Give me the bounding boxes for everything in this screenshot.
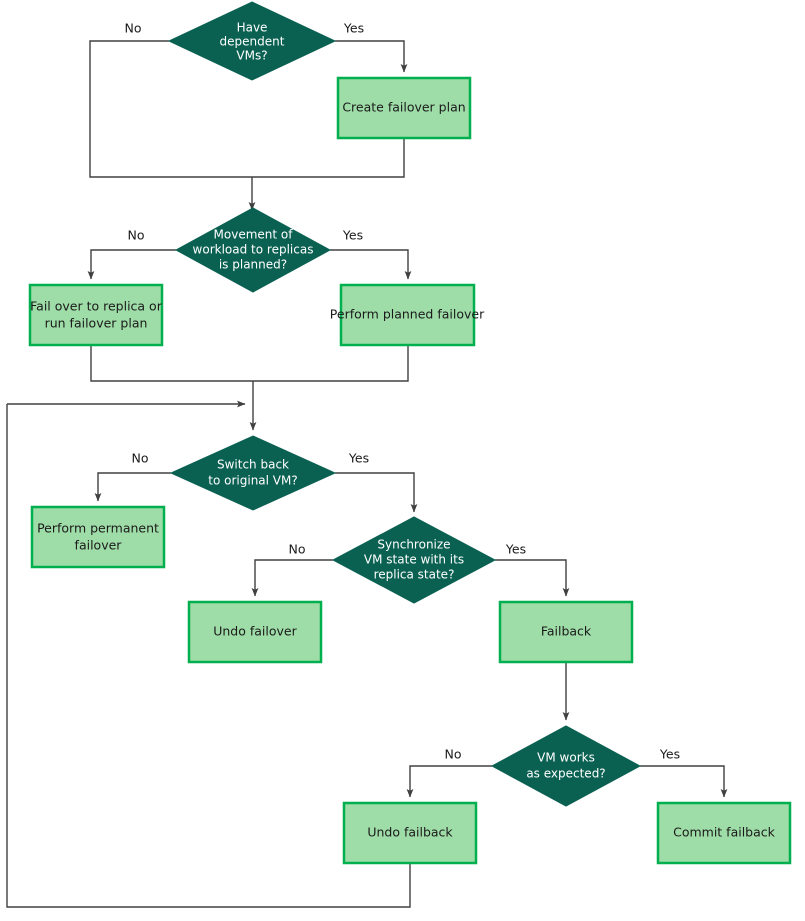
process-shape [656, 801, 792, 865]
process-perform-permanent-failover[interactable]: Perform permanent failover [30, 505, 166, 569]
edge-have-dependent-vms-yes [335, 40, 408, 73]
edge-label-movement-planned-no: No [128, 228, 145, 243]
edge-switch-back-yes [335, 472, 418, 513]
process-label-line-1: Perform permanent [37, 521, 159, 536]
edge-label-vm-works-yes: Yes [659, 747, 680, 762]
process-label-line-2: failover [75, 538, 123, 553]
edge-synchronize-no [251, 559, 333, 597]
edge-synchronize-yes [495, 559, 570, 597]
process-create-failover-plan[interactable]: Create failover plan [336, 76, 472, 140]
decision-label-line-1: Have [237, 21, 268, 35]
decision-movement-of-workload-planned[interactable]: Movement of workload to replicas is plan… [174, 207, 332, 293]
decision-shape [331, 516, 497, 604]
edge-label-layer: No Yes No Yes No Yes No Yes No Yes [125, 21, 681, 762]
process-label-line-1: Commit failback [673, 825, 776, 840]
process-shape [30, 505, 166, 569]
decision-shape [174, 207, 332, 293]
edge-have-dependent-vms-no [89, 40, 252, 178]
decision-label-line-2: VM state with its [364, 553, 464, 567]
process-label-line-2: run failover plan [45, 316, 148, 331]
edge-vm-works-no [406, 765, 492, 798]
process-label-line-1: Create failover plan [342, 100, 465, 115]
process-shape [339, 283, 476, 347]
edge-create-failover-plan-down [252, 138, 405, 178]
edge-movement-planned-no [87, 249, 176, 280]
process-label-line-1: Failback [541, 624, 592, 639]
process-label-line-1: Perform planned failover [330, 307, 485, 322]
decision-label-line-1: Movement of [214, 228, 294, 242]
decision-have-dependent-vms[interactable]: Have dependent VMs? [167, 1, 337, 81]
decision-label-line-2: workload to replicas [193, 243, 314, 257]
decision-switch-back-to-original-vm[interactable]: Switch back to original VM? [169, 435, 337, 511]
edge-label-switch-back-yes: Yes [348, 451, 369, 466]
process-shape [28, 283, 164, 347]
edge-vm-works-yes [640, 765, 728, 798]
decision-label-line-3: is planned? [219, 258, 287, 272]
process-label-line-1: Undo failover [213, 624, 297, 639]
decision-label-line-3: VMs? [236, 49, 267, 63]
decision-label-line-1: VM works [537, 751, 595, 765]
edge-undo-failback-loop-back [6, 404, 411, 908]
process-shape [336, 76, 472, 140]
process-shape [187, 600, 323, 664]
decision-label-line-2: as expected? [526, 767, 605, 781]
process-failback[interactable]: Failback [498, 600, 634, 664]
edge-switch-back-no [94, 472, 171, 502]
process-shape [342, 801, 478, 865]
decision-vm-works-as-expected[interactable]: VM works as expected? [490, 725, 642, 807]
edge-movement-planned-yes [330, 249, 412, 280]
process-undo-failover[interactable]: Undo failover [187, 600, 323, 664]
edge-label-synchronize-no: No [289, 542, 306, 557]
edge-label-have-dependent-vms-no: No [125, 21, 142, 36]
decision-label-line-2: dependent [220, 35, 285, 49]
decision-shape [169, 435, 337, 511]
decision-label-line-1: Synchronize [377, 538, 450, 552]
edge-label-have-dependent-vms-yes: Yes [343, 21, 364, 36]
edge-fail-over-to-replica-down [90, 345, 253, 382]
decision-label-line-3: replica state? [374, 568, 455, 582]
edge-perform-planned-failover-down [253, 345, 409, 382]
process-undo-failback[interactable]: Undo failback [342, 801, 478, 865]
process-commit-failback[interactable]: Commit failback [656, 801, 792, 865]
edge-layer [6, 40, 728, 908]
process-shape [498, 600, 634, 664]
decision-shape [167, 1, 337, 81]
decision-label-line-2: to original VM? [208, 474, 297, 488]
edge-label-vm-works-no: No [445, 747, 462, 762]
node-layer: Have dependent VMs? Create failover plan… [28, 1, 792, 865]
process-fail-over-to-replica-or-run-failover-plan[interactable]: Fail over to replica or run failover pla… [28, 283, 164, 347]
decision-synchronize-vm-state-with-replica[interactable]: Synchronize VM state with its replica st… [331, 516, 497, 604]
process-perform-planned-failover[interactable]: Perform planned failover [330, 283, 485, 347]
process-label-line-1: Undo failback [367, 825, 453, 840]
edge-label-synchronize-yes: Yes [505, 542, 526, 557]
edge-label-movement-planned-yes: Yes [342, 228, 363, 243]
decision-shape [490, 725, 642, 807]
process-label-line-1: Fail over to replica or [30, 299, 163, 314]
decision-label-line-1: Switch back [217, 458, 289, 472]
edge-label-switch-back-no: No [132, 451, 149, 466]
